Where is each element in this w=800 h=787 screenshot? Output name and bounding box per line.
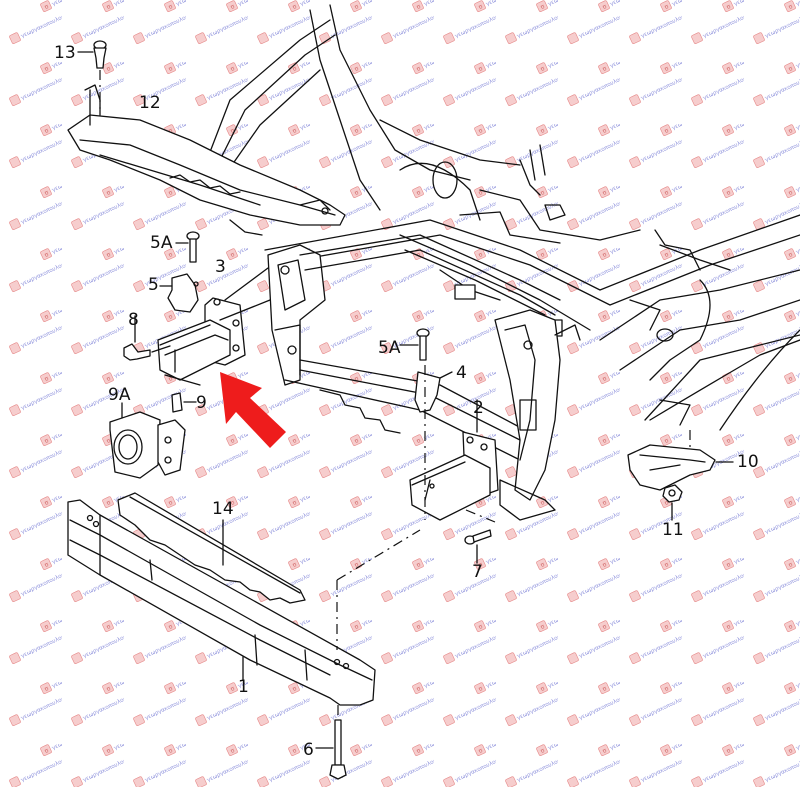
part-8-bolt xyxy=(123,315,171,361)
callout-9: 9 xyxy=(196,393,207,413)
callout-6: 6 xyxy=(303,740,314,760)
callout-5a-right: 5A xyxy=(378,338,401,358)
callout-labels: 1 2 3 4 5 5A 5A 6 7 8 9 9A 10 11 12 13 1… xyxy=(54,43,759,760)
part-14-absorber xyxy=(117,492,306,604)
part-5a-bolt-right xyxy=(399,328,430,361)
part-9-nut xyxy=(171,392,197,413)
part-1-bumper-beam xyxy=(67,499,421,706)
part-11-nut xyxy=(662,484,683,521)
part-7-screw xyxy=(464,529,492,564)
callout-10: 10 xyxy=(737,452,759,472)
callout-8: 8 xyxy=(128,310,139,330)
callout-13: 13 xyxy=(54,43,76,63)
front-end-carrier xyxy=(267,234,581,521)
callout-2: 2 xyxy=(473,398,484,418)
callout-11: 11 xyxy=(662,520,684,540)
callout-1: 1 xyxy=(238,677,249,697)
callout-9a: 9A xyxy=(108,385,131,405)
part-6-bolt xyxy=(315,705,347,780)
part-4-bracket xyxy=(414,371,453,413)
part-5-bracket xyxy=(159,273,199,313)
part-5a-bolt-left xyxy=(175,231,200,263)
callout-3: 3 xyxy=(215,257,226,277)
callout-4: 4 xyxy=(456,363,467,383)
vehicle-body-structure xyxy=(204,4,800,431)
part-12-upper-cover xyxy=(67,84,346,236)
callout-5a-left: 5A xyxy=(150,233,173,253)
callout-5: 5 xyxy=(148,275,159,295)
callout-7: 7 xyxy=(472,562,483,582)
part-13-clip xyxy=(77,40,107,112)
callout-14: 14 xyxy=(212,499,234,519)
callout-12: 12 xyxy=(139,93,161,113)
part-3-crash-box xyxy=(157,267,271,386)
part-10-bracket xyxy=(627,430,734,491)
part-9a-sensor xyxy=(109,402,186,479)
highlight-arrow-icon xyxy=(220,372,286,448)
part-2-crash-box xyxy=(409,365,499,523)
